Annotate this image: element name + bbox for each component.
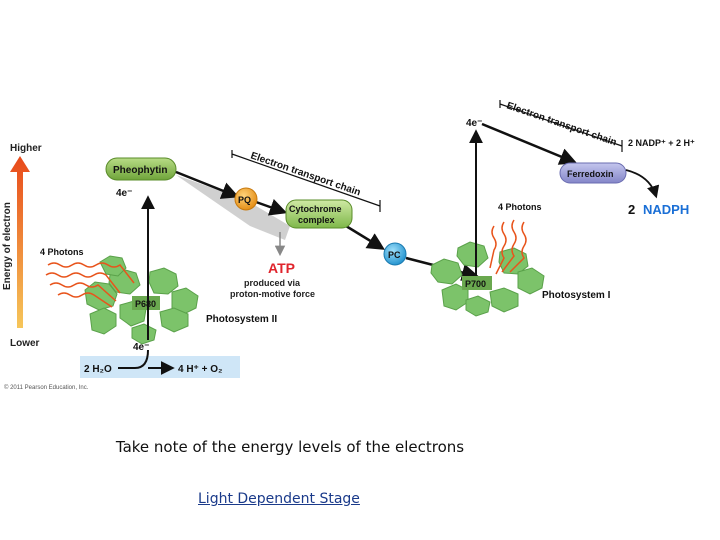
pheophytin-to-pq-arrow — [175, 170, 240, 199]
ferredoxin-pill — [559, 162, 627, 184]
ferredoxin-label: Ferredoxin — [567, 169, 614, 179]
atp-label: ATP — [268, 260, 295, 276]
atp-gradient-funnel — [176, 175, 290, 240]
photons-right-label: 4 Photons — [498, 202, 542, 212]
copyright-text: © 2011 Pearson Education, Inc. — [4, 384, 89, 391]
photons-right-icon — [489, 219, 527, 275]
pq-to-cytochrome-arrow — [255, 199, 288, 216]
atp-note-line1: produced via — [244, 278, 301, 288]
p680-box — [132, 296, 160, 310]
cytochrome-line2: complex — [298, 215, 335, 225]
ferredoxin-to-nadph-arrow — [625, 169, 660, 199]
p700-to-ferredoxin-arrow — [481, 122, 578, 165]
atp-note-line2: proton-motive force — [230, 289, 315, 299]
light-dependent-stage-link[interactable]: Light Dependent Stage — [198, 491, 360, 507]
etc-lower-label: Electron transport chain — [249, 150, 362, 198]
water-label: 2 H₂O — [84, 364, 112, 375]
electrons-bottom-label: 4e⁻ — [133, 342, 149, 353]
axis-higher-label: Higher — [10, 143, 42, 154]
axis-lower-label: Lower — [10, 338, 40, 349]
photosystem1-label: Photosystem I — [542, 290, 611, 301]
p700-box — [462, 276, 492, 290]
pq-circle — [234, 187, 258, 211]
p680-label: P680 — [135, 299, 156, 309]
cytochrome-to-pc-arrow — [345, 224, 385, 250]
energy-axis: Higher Lower Energy of electron — [2, 143, 42, 349]
photons-left-label: 4 Photons — [40, 247, 84, 257]
electrons-left-label: 4e⁻ — [116, 188, 132, 199]
water-to-p680-arrow — [118, 349, 149, 369]
photosystem2-label: Photosystem II — [206, 314, 277, 325]
pc-label: PC — [388, 250, 401, 260]
products-label: 4 H⁺ + O₂ — [178, 364, 222, 375]
photosystem-ii-cluster — [84, 255, 199, 345]
energy-arrow — [10, 156, 30, 328]
caption: Take note of the energy levels of the el… — [115, 438, 465, 456]
cytochrome-line1: Cytochrome — [289, 204, 342, 214]
etc-upper-bracket — [499, 100, 623, 152]
nadph-prefix: 2 — [628, 202, 635, 217]
cytochrome-box — [285, 199, 353, 229]
photosynthesis-light-reactions-diagram: Higher Lower Energy of electron 2 H₂O 4 … — [2, 100, 695, 391]
pc-circle — [383, 242, 407, 266]
p700-label: P700 — [465, 279, 486, 289]
pq-label: PQ — [238, 195, 251, 205]
nadph-label: NADPH — [643, 202, 689, 217]
electrons-top-label: 4e⁻ — [466, 118, 482, 129]
pheophytin-pill — [105, 157, 177, 181]
etc-lower-bracket — [231, 150, 381, 212]
pheophytin-label: Pheophytin — [113, 165, 167, 176]
nadp-reactants-label: 2 NADP⁺ + 2 H⁺ — [628, 138, 695, 148]
axis-energy-label: Energy of electron — [2, 202, 13, 290]
photons-left-icon — [45, 262, 135, 308]
